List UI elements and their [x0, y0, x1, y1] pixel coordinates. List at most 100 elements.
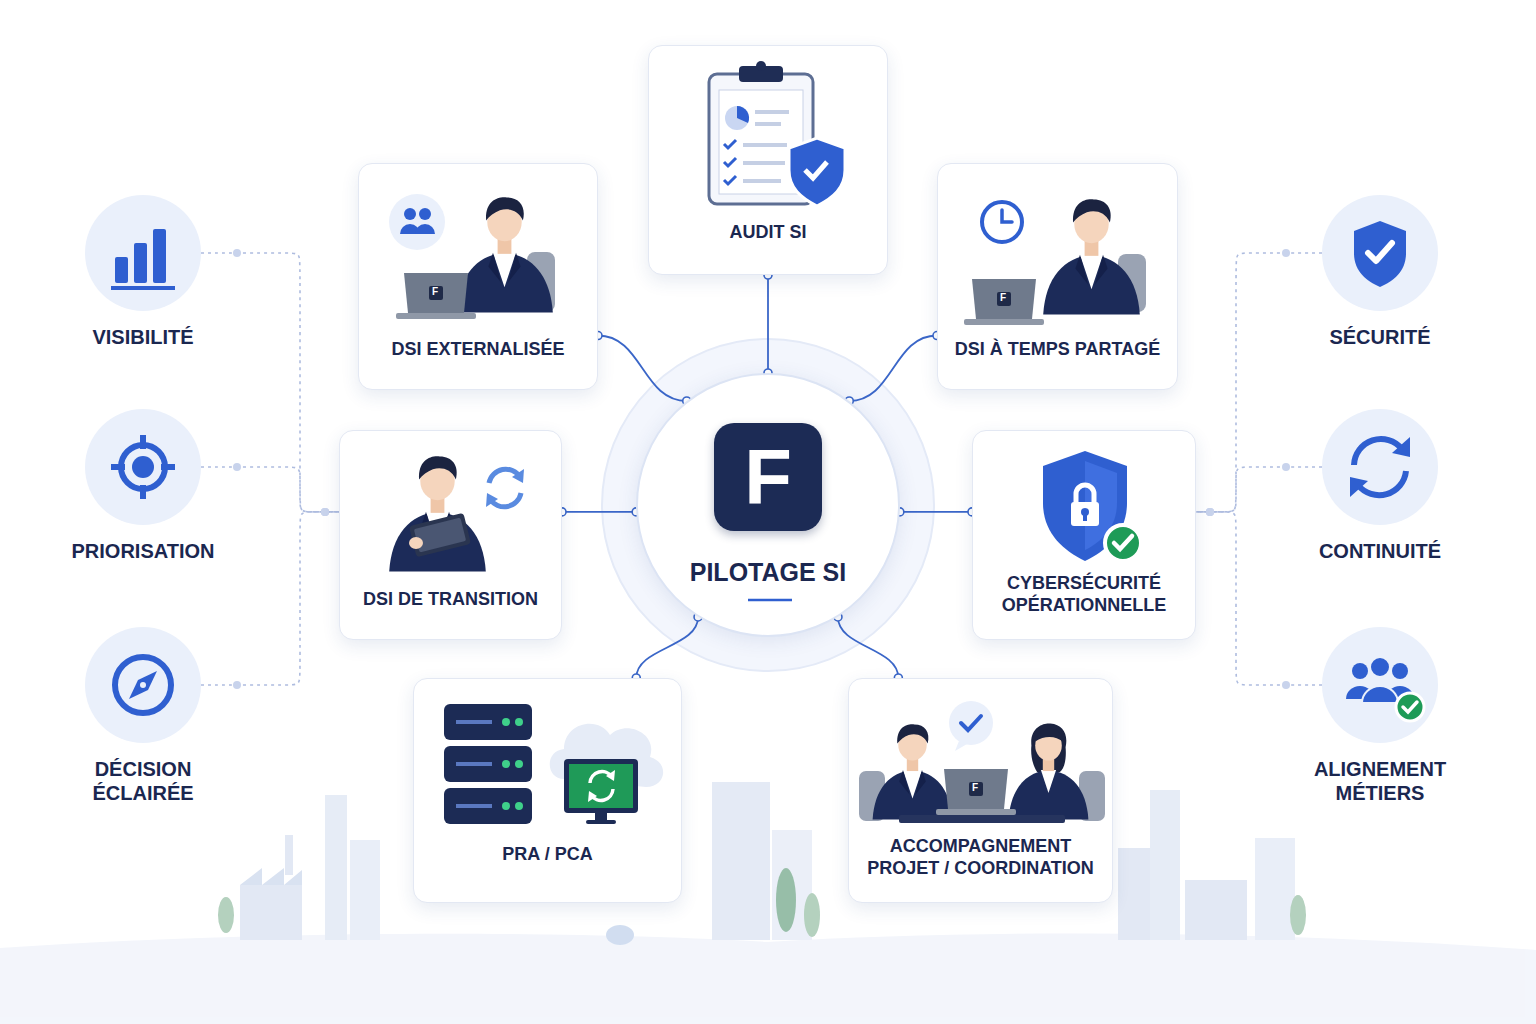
bar-chart-icon-part — [115, 257, 128, 283]
audit-illustration-part — [789, 138, 845, 206]
consultant-illustration-part — [396, 273, 476, 319]
consultant-illustration-part — [982, 202, 1022, 242]
benefit-circle: PRIORISATION — [85, 409, 201, 525]
benefit-label: DÉCISION ÉCLAIRÉE — [63, 757, 223, 806]
benefit-circle: VISIBILITÉ — [85, 195, 201, 311]
hub-title: PILOTAGE SI — [690, 557, 847, 588]
hub-connector — [598, 336, 687, 401]
consultant-illustration-part — [490, 493, 521, 507]
server-backup-illustration-part — [586, 820, 616, 824]
lock-shield-illustration-part — [1076, 485, 1094, 503]
consultant-illustration-part — [404, 208, 416, 220]
cityscape-part — [804, 893, 820, 937]
service-label: AUDIT SI — [649, 222, 887, 244]
shield-icon-part — [1354, 221, 1406, 287]
laptop-logo-letter: F — [968, 781, 982, 795]
team-icon-part — [1346, 686, 1374, 699]
benefit-label: SÉCURITÉ — [1270, 325, 1490, 349]
target-icon — [85, 409, 201, 525]
hub-circle: FPILOTAGE SI — [636, 373, 900, 637]
hub-connector — [849, 336, 937, 401]
cityscape-part — [1185, 880, 1247, 940]
consultant-illustration-part — [964, 279, 1044, 325]
target-icon-part — [161, 464, 175, 470]
hub-connector — [838, 617, 898, 678]
benefit-circle: SÉCURITÉ — [1322, 195, 1438, 311]
server-backup-illustration-part — [590, 772, 612, 783]
audit-illustration-part — [709, 74, 813, 204]
service-card: DSI DE TRANSITION — [339, 430, 562, 640]
server-backup-illustration-part — [588, 791, 597, 802]
lock-shield-illustration-part — [1114, 536, 1132, 549]
server-backup-illustration-part — [515, 802, 523, 810]
server-backup-illustration-part — [444, 704, 532, 740]
laptop-logo-letter: F — [996, 291, 1010, 305]
lock-shield-illustration-part — [1081, 508, 1089, 516]
lock-shield-illustration-part — [1085, 461, 1117, 550]
audit-illustration-part — [756, 61, 766, 71]
compass-icon — [85, 627, 201, 743]
benefit-label: PRIORISATION — [33, 539, 253, 563]
meeting-illustration-part — [1079, 771, 1105, 821]
connector-dot — [321, 508, 329, 516]
audit-illustration-part — [743, 179, 781, 183]
consultant-illustration-part — [1002, 210, 1012, 222]
cityscape-part — [218, 897, 234, 933]
server-backup-illustration-part — [456, 762, 492, 766]
cityscape-part — [1150, 790, 1180, 940]
team-icon-part — [1386, 686, 1414, 699]
dotted-connector — [1196, 253, 1322, 512]
meeting-illustration-part — [899, 815, 1065, 823]
team-icon-part — [1370, 657, 1390, 677]
lock-shield-illustration-part — [1043, 451, 1127, 561]
connector-dot — [233, 463, 241, 471]
meeting-illustration-part — [936, 769, 1016, 815]
service-label: PRA / PCA — [414, 844, 681, 866]
benefit-circle: DÉCISION ÉCLAIRÉE — [85, 627, 201, 743]
consultant-illustration — [938, 164, 1179, 314]
consultant-illustration-part — [1043, 199, 1140, 314]
consultant-illustration-part — [456, 197, 553, 312]
cityscape-part — [350, 840, 380, 940]
shield-icon — [1322, 195, 1438, 311]
cityscape-part — [0, 934, 1536, 1024]
bar-chart-icon — [85, 195, 201, 311]
team-icon-part — [1352, 663, 1368, 679]
consultant-illustration-part — [489, 469, 520, 483]
consultant-illustration-part — [486, 493, 498, 507]
meeting-illustration-part — [1009, 723, 1089, 819]
sync-icon-part — [1350, 477, 1368, 497]
consultant-illustration-part — [527, 252, 555, 312]
meeting-illustration-part — [949, 701, 993, 745]
meeting-illustration — [849, 679, 1114, 829]
lock-shield-illustration-part — [1083, 513, 1087, 521]
connector-dot — [1206, 508, 1214, 516]
sync-icon-part — [1354, 439, 1402, 465]
server-backup-illustration-part — [456, 804, 492, 808]
target-icon-part — [140, 485, 146, 499]
server-backup-illustration-part — [569, 764, 633, 808]
dotted-connector — [201, 467, 339, 512]
service-card: DSI À TEMPS PARTAGÉ — [937, 163, 1178, 390]
meeting-illustration-part — [873, 724, 953, 819]
connector-dot — [1282, 681, 1290, 689]
connector-dot — [233, 681, 241, 689]
compass-icon-part — [140, 682, 146, 688]
server-backup-illustration-part — [456, 720, 492, 724]
laptop-logo-letter: F — [428, 285, 442, 299]
consultant-illustration-part — [409, 537, 423, 549]
consultant-illustration — [359, 164, 599, 314]
server-backup-illustration-part — [550, 724, 663, 787]
server-backup-illustration-part — [595, 813, 607, 821]
sync-icon-part — [1358, 471, 1406, 495]
audit-illustration-part — [724, 176, 736, 184]
consultant-illustration-part — [415, 224, 435, 234]
connector-dot — [1206, 508, 1214, 516]
meeting-illustration-part — [961, 716, 981, 730]
connector-dot — [321, 508, 329, 516]
audit-illustration-part — [755, 110, 789, 114]
consultant-illustration-part-part — [409, 513, 471, 558]
audit-illustration-part — [739, 66, 783, 82]
center-decoration-part — [748, 599, 792, 602]
